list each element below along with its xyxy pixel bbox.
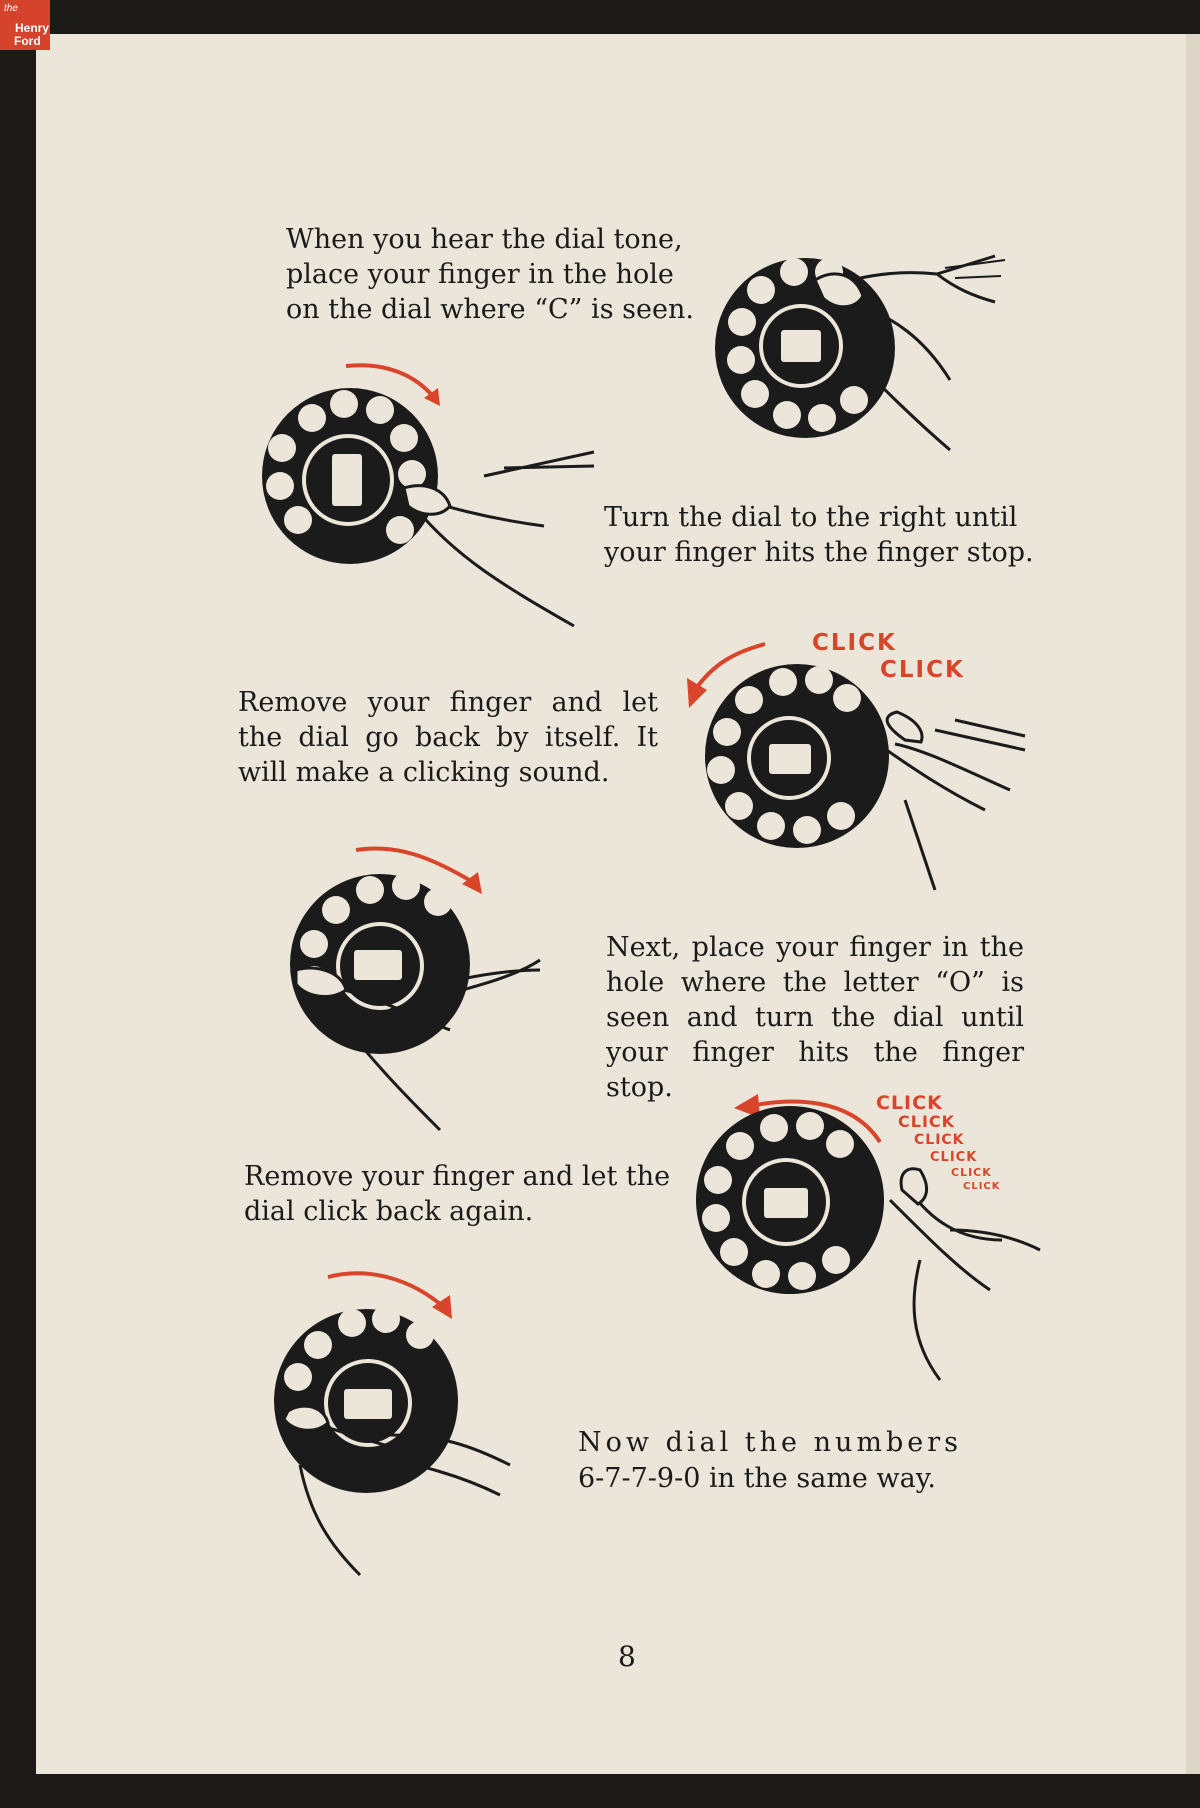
instruction-2: Turn the dial to the right until your fi… — [604, 502, 1034, 568]
dial-return-click-icon — [687, 642, 1026, 891]
henry-ford-logo: the Henry Ford — [0, 0, 50, 50]
dial-turn-right-icon — [274, 1271, 511, 1577]
instruction-1: When you hear the dial tone, place your … — [286, 224, 694, 325]
dial-return-click-icon — [696, 1094, 1041, 1381]
click-label: CLICK — [963, 1181, 1001, 1192]
instruction-6a: Now dial the numbers — [578, 1427, 963, 1458]
dial-turn-right-icon — [290, 846, 541, 1132]
click-label: CLICK — [898, 1112, 956, 1131]
instruction-3: Remove your finger and let the dial go b… — [238, 687, 658, 788]
dial-finger-icon — [715, 254, 1006, 452]
click-label: CLICK — [880, 657, 965, 683]
booklet-page — [36, 34, 1188, 1774]
page-spine — [1186, 34, 1200, 1774]
logo-the: the — [4, 3, 18, 14]
logo-henry: Henry — [15, 21, 50, 35]
click-label: CLICK — [914, 1132, 965, 1148]
click-label: CLICK — [876, 1092, 943, 1114]
instruction-4: Next, place your finger in the hole wher… — [606, 932, 1024, 1103]
logo-ford: Ford — [14, 34, 41, 48]
instruction-5: Remove your finger and let the dial clic… — [244, 1161, 671, 1227]
instruction-6b: 6-7-7-9-0 in the same way. — [578, 1463, 936, 1494]
click-label: CLICK — [812, 630, 897, 656]
click-label: CLICK — [930, 1150, 978, 1165]
page-number: 8 — [618, 1640, 636, 1673]
click-label: CLICK — [951, 1166, 992, 1179]
dial-turn-right-icon — [262, 363, 595, 628]
